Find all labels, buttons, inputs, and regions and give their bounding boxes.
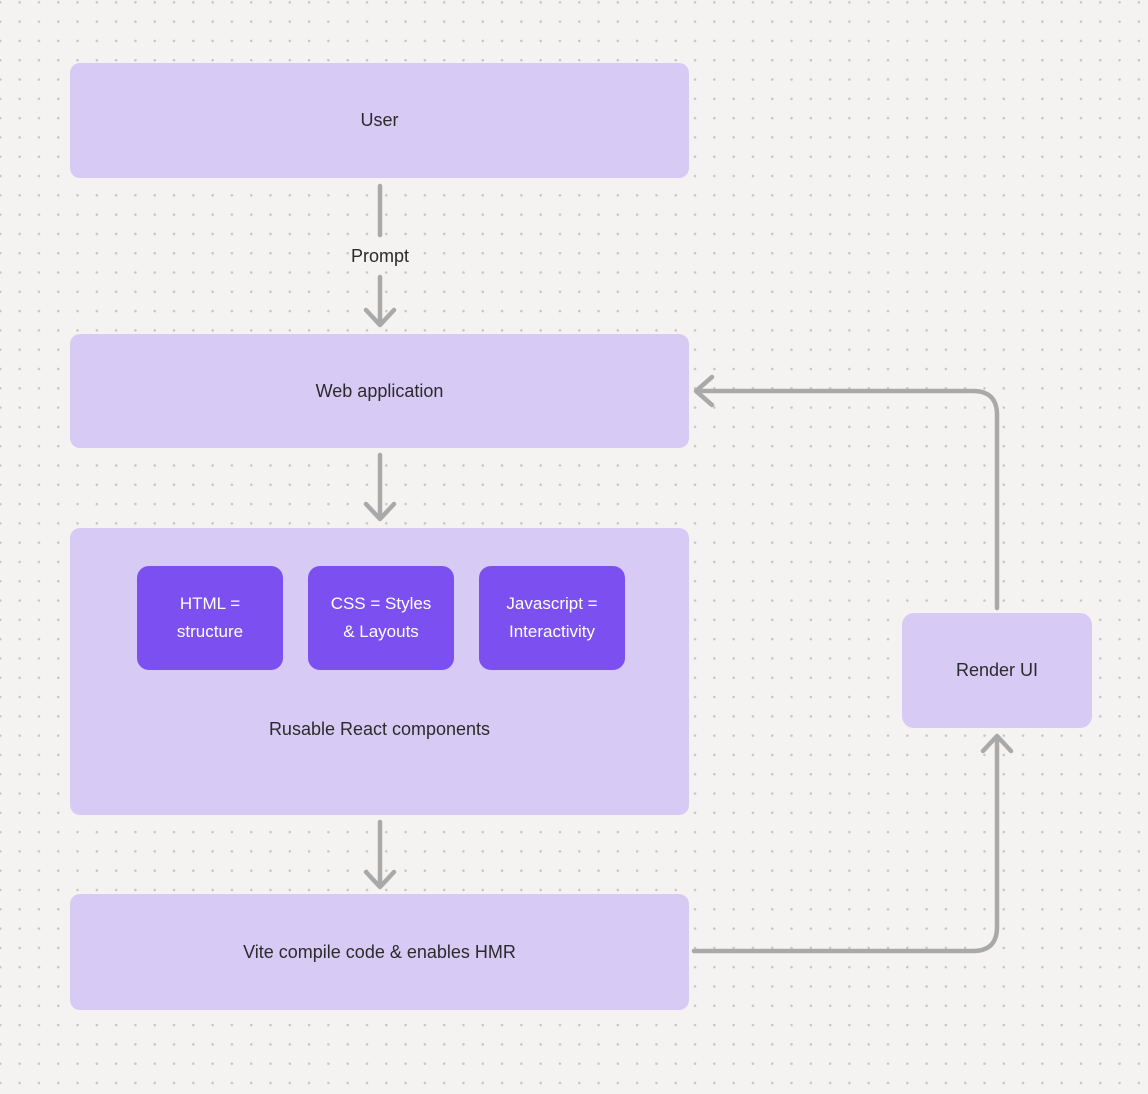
- node-web-application: Web application: [70, 334, 689, 448]
- node-web-application-label: Web application: [315, 380, 444, 401]
- node-render-ui: Render UI: [902, 613, 1092, 728]
- node-user: User: [70, 63, 689, 178]
- edge-renderui-to-webapp-arrow: [693, 374, 1000, 611]
- node-vite-label: Vite compile code & enables HMR: [243, 941, 516, 962]
- edge-vite-to-renderui-arrow: [691, 733, 1014, 954]
- node-components-group: HTML = structure CSS = Styles & Layouts …: [70, 528, 689, 815]
- node-vite: Vite compile code & enables HMR: [70, 894, 689, 1010]
- chip-css-label: CSS = Styles & Layouts: [330, 594, 432, 641]
- edge-user-to-webapp-arrow: [363, 274, 397, 328]
- edge-components-to-vite-arrow: [363, 819, 397, 890]
- chip-javascript-label: Javascript = Interactivity: [506, 594, 598, 641]
- edge-webapp-to-components-arrow: [363, 452, 397, 522]
- node-render-ui-label: Render UI: [955, 660, 1039, 680]
- edge-label-prompt: Prompt: [350, 246, 410, 266]
- chip-css: CSS = Styles & Layouts: [308, 566, 454, 670]
- node-user-label: User: [360, 110, 399, 130]
- chip-html: HTML = structure: [137, 566, 283, 670]
- chip-html-label: HTML = structure: [176, 594, 244, 641]
- components-group-caption: Rusable React components: [268, 719, 491, 739]
- chip-javascript: Javascript = Interactivity: [479, 566, 625, 670]
